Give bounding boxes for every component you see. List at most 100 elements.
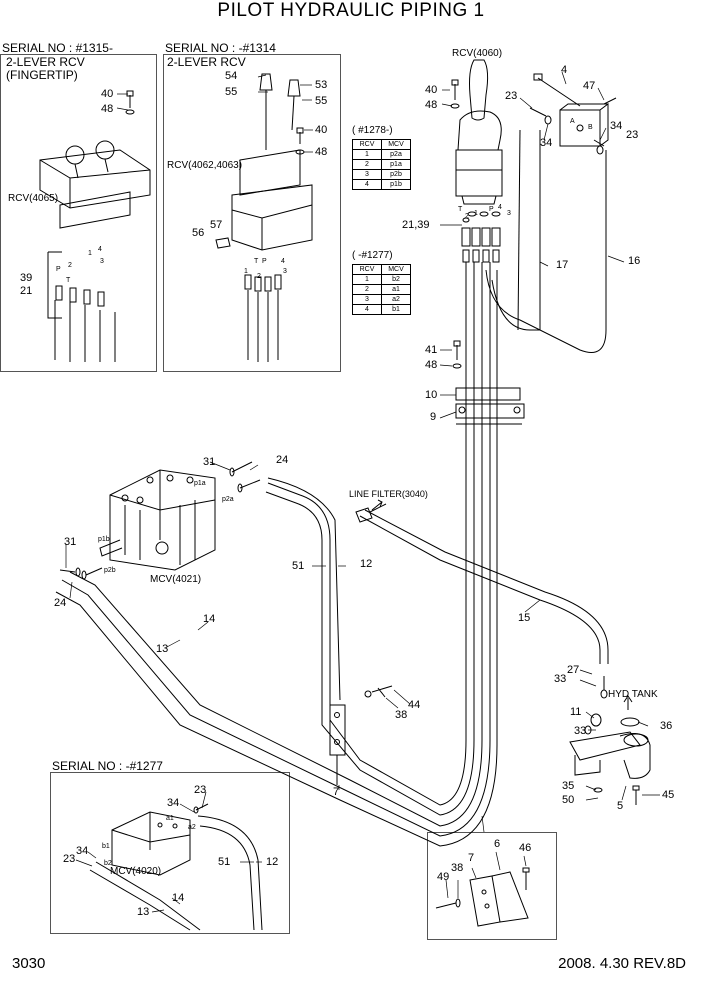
callout: 48: [425, 99, 438, 111]
callout: 33: [574, 725, 587, 737]
port-label: b2: [104, 860, 112, 867]
callout: 38: [451, 862, 464, 874]
port-label: A: [570, 118, 575, 125]
callout: 45: [662, 789, 675, 801]
port-label: b1: [102, 843, 110, 850]
port-label: T: [66, 277, 71, 284]
callout: 16: [628, 255, 641, 267]
callout: 7: [468, 852, 475, 864]
port-label: P: [56, 266, 61, 273]
callout: 55: [225, 86, 238, 98]
port-label: p1b: [98, 536, 110, 543]
line-filter-fitting: [355, 503, 387, 523]
callout: 40: [101, 88, 114, 100]
label-rcv-4062: RCV(4062,4063): [167, 160, 243, 171]
port-number: 4: [498, 204, 502, 211]
callout: 21,39: [402, 219, 430, 231]
inset-2lever-rcv: [163, 54, 341, 372]
serial-1277: SERIAL NO : -#1277: [52, 759, 163, 773]
callout: 5: [617, 800, 624, 812]
callout: 40: [315, 124, 328, 136]
page-title: PILOT HYDRAULIC PIPING 1: [217, 0, 485, 21]
callout: 23: [505, 90, 518, 102]
port-label: T: [458, 206, 463, 213]
callout: 13: [137, 906, 150, 918]
callout: 50: [562, 794, 575, 806]
callout: 34: [540, 137, 553, 149]
callout: 48: [101, 103, 114, 115]
inset-fingertip-rcv: [0, 54, 157, 372]
bracket-inset-parts: [435, 867, 530, 927]
port-label: P: [262, 258, 267, 265]
hose-15: [359, 509, 609, 664]
callout: 15: [518, 612, 531, 624]
page-number: 3030: [12, 955, 46, 972]
hoses-51-12: [267, 477, 341, 701]
callout: 12: [360, 558, 373, 570]
callout: 39: [20, 272, 33, 284]
callout: 53: [315, 79, 328, 91]
serial-1315: SERIAL NO : #1315-: [2, 41, 113, 55]
port-number: 1: [474, 210, 478, 217]
port-number: 1: [244, 268, 248, 275]
callout: 13: [156, 643, 169, 655]
callout: 11: [570, 706, 582, 718]
callout: 38: [395, 709, 408, 721]
inset-mcv-4020: [50, 772, 290, 934]
port-number: 3: [283, 268, 287, 275]
port-label: p1a: [194, 480, 206, 487]
callout: 31: [203, 456, 216, 468]
port-number: 3: [507, 210, 511, 217]
callout: 6: [494, 838, 501, 850]
port-number: 2: [465, 213, 469, 220]
bolts-40-41: [450, 79, 462, 369]
callout: 35: [562, 780, 575, 792]
fingertip-line-1: 2-LEVER RCV: [6, 55, 85, 69]
serial-1314: SERIAL NO : -#1314: [165, 41, 276, 55]
callout: 40: [425, 84, 438, 96]
label-mcv-4021: MCV(4021): [150, 574, 202, 585]
callout: 12: [266, 856, 279, 868]
callout: 7: [333, 786, 340, 798]
callout: 24: [276, 454, 289, 466]
label-rcv-4060: RCV(4060): [452, 48, 503, 59]
port-label: B: [588, 124, 593, 131]
callout: 10: [425, 389, 438, 401]
callout: 57: [210, 219, 223, 231]
port-label: a1: [166, 815, 174, 822]
callout: 48: [425, 359, 438, 371]
callout: 23: [626, 129, 639, 141]
selector-valve: [529, 73, 617, 155]
callout: 33: [554, 673, 567, 685]
fingertip-line-2: (FINGERTIP): [6, 68, 78, 82]
callout: 47: [583, 80, 596, 92]
label-line-filter: LINE FILTER(3040): [349, 489, 428, 499]
rcv-4060-joystick: [455, 59, 503, 205]
rcv-fittings: [461, 211, 501, 263]
pipe-clamp: [455, 387, 525, 425]
hoses-16-17: [485, 129, 607, 353]
port-number: 2: [68, 262, 72, 269]
callout: 51: [292, 560, 305, 572]
table-1277-caption: ( -#1277): [352, 250, 393, 261]
callout: 24: [54, 597, 67, 609]
callout: 9: [430, 411, 437, 423]
port-label: T: [254, 258, 259, 265]
callout: 41: [425, 344, 438, 356]
flow-arrows: [371, 499, 383, 511]
label-mcv-4020: MCV(4020): [110, 866, 162, 877]
callout: 27: [567, 664, 580, 676]
port-number: 4: [98, 246, 102, 253]
callout: 46: [519, 842, 532, 854]
fingertip-rcv: [39, 90, 151, 362]
leader-lines: [65, 71, 660, 913]
port-number: 2: [257, 273, 261, 280]
callout: 34: [167, 797, 180, 809]
mcv-4021: [99, 469, 216, 571]
